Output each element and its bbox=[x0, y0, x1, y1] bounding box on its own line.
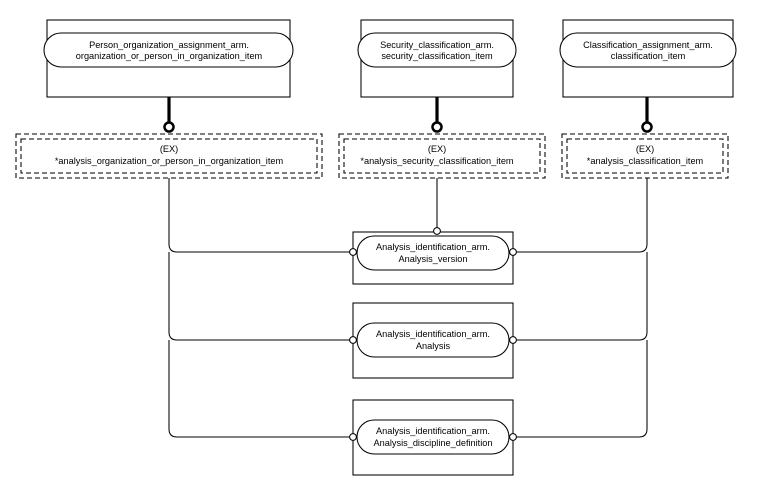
entity-box-label-line1: Analysis_identification_arm. bbox=[376, 329, 490, 339]
select-box-name: *analysis_organization_or_person_in_orga… bbox=[55, 156, 284, 166]
select-box-name: *analysis_security_classification_item bbox=[360, 156, 514, 166]
select-box-analysis-security-classification-item[interactable]: (EX) *analysis_security_classification_i… bbox=[338, 133, 546, 179]
schema-box-pill bbox=[559, 32, 737, 68]
schema-box-label-line2: classification_item bbox=[611, 51, 686, 61]
schema-box-label-line2: security_classification_item bbox=[381, 51, 493, 61]
select-box-tag: (EX) bbox=[160, 144, 178, 154]
port-right-analysis-version-icon bbox=[509, 248, 517, 256]
schema-box-pill bbox=[357, 32, 517, 68]
schema-box-label-line2: organization_or_person_in_organization_i… bbox=[76, 51, 263, 61]
entity-box-analysis[interactable]: Analysis_identification_arm. Analysis bbox=[352, 302, 514, 379]
select-box-outer-dashed-border bbox=[15, 133, 323, 179]
port-right-analysis-icon bbox=[509, 336, 517, 344]
schema-box-label-line1: Security_classification_arm. bbox=[380, 40, 494, 50]
entity-box-label-line2: Analysis_version bbox=[399, 254, 468, 264]
link-right-trunk-to-analysis-version bbox=[516, 178, 648, 253]
entity-box-label-line1: Analysis_identification_arm. bbox=[376, 242, 490, 252]
select-box-analysis-classification-item[interactable]: (EX) *analysis_classification_item bbox=[561, 133, 729, 179]
schema-box-person-organization-assignment-arm[interactable]: Person_organization_assignment_arm. orga… bbox=[43, 19, 294, 98]
select-box-inner-dashed-border bbox=[343, 138, 541, 174]
entity-box-label-line1: Analysis_identification_arm. bbox=[376, 426, 490, 436]
port-left-analysis-icon bbox=[349, 336, 357, 344]
schema-box-security-classification-arm[interactable]: Security_classification_arm. security_cl… bbox=[357, 19, 517, 98]
select-box-outer-dashed-border bbox=[338, 133, 546, 179]
entity-box-analysis-version[interactable]: Analysis_identification_arm. Analysis_ve… bbox=[352, 231, 514, 285]
select-box-inner-dashed-border bbox=[20, 138, 318, 174]
link-right-trunk-to-analysis bbox=[516, 252, 648, 341]
entity-box-pill bbox=[356, 322, 510, 358]
select-box-inner-dashed-border bbox=[566, 138, 724, 174]
link-left-trunk-to-analysis bbox=[168, 252, 350, 341]
select-box-outer-dashed-border bbox=[561, 133, 729, 179]
link-left-trunk-to-analysis-discipline-definition bbox=[168, 340, 350, 438]
port-top-analysis-version-icon bbox=[433, 227, 441, 235]
entity-box-label-line2: Analysis_discipline_definition bbox=[374, 438, 493, 448]
link-right-trunk-to-analysis-discipline-definition bbox=[516, 340, 648, 438]
entity-box-label-line2: Analysis bbox=[416, 341, 451, 351]
supertype-circle-person-organization bbox=[163, 121, 175, 133]
schema-box-label-line1: Person_organization_assignment_arm. bbox=[89, 40, 249, 50]
select-box-name: *analysis_classification_item bbox=[587, 156, 704, 166]
link-left-trunk-to-analysis-version bbox=[168, 178, 350, 253]
entity-box-analysis-discipline-definition[interactable]: Analysis_identification_arm. Analysis_di… bbox=[352, 399, 514, 476]
supertype-circle-classification-assignment bbox=[641, 121, 653, 133]
supertype-connector-layer bbox=[163, 97, 653, 133]
supertype-circle-security-classification bbox=[431, 121, 443, 133]
entity-box-pill bbox=[356, 235, 510, 271]
entity-box-pill bbox=[356, 419, 510, 455]
port-right-analysis-discipline-definition-icon bbox=[509, 433, 517, 441]
select-box-analysis-organization-or-person-in-organization-item[interactable]: (EX) *analysis_organization_or_person_in… bbox=[15, 133, 323, 179]
select-box-tag: (EX) bbox=[636, 144, 654, 154]
port-circle-layer bbox=[349, 227, 517, 441]
connector-layer bbox=[168, 178, 648, 438]
port-left-analysis-version-icon bbox=[349, 248, 357, 256]
select-box-tag: (EX) bbox=[428, 144, 446, 154]
schema-box-classification-assignment-arm[interactable]: Classification_assignment_arm. classific… bbox=[559, 19, 737, 98]
schema-box-pill bbox=[43, 32, 294, 68]
schema-box-label-line1: Classification_assignment_arm. bbox=[583, 40, 713, 50]
port-left-analysis-discipline-definition-icon bbox=[349, 433, 357, 441]
